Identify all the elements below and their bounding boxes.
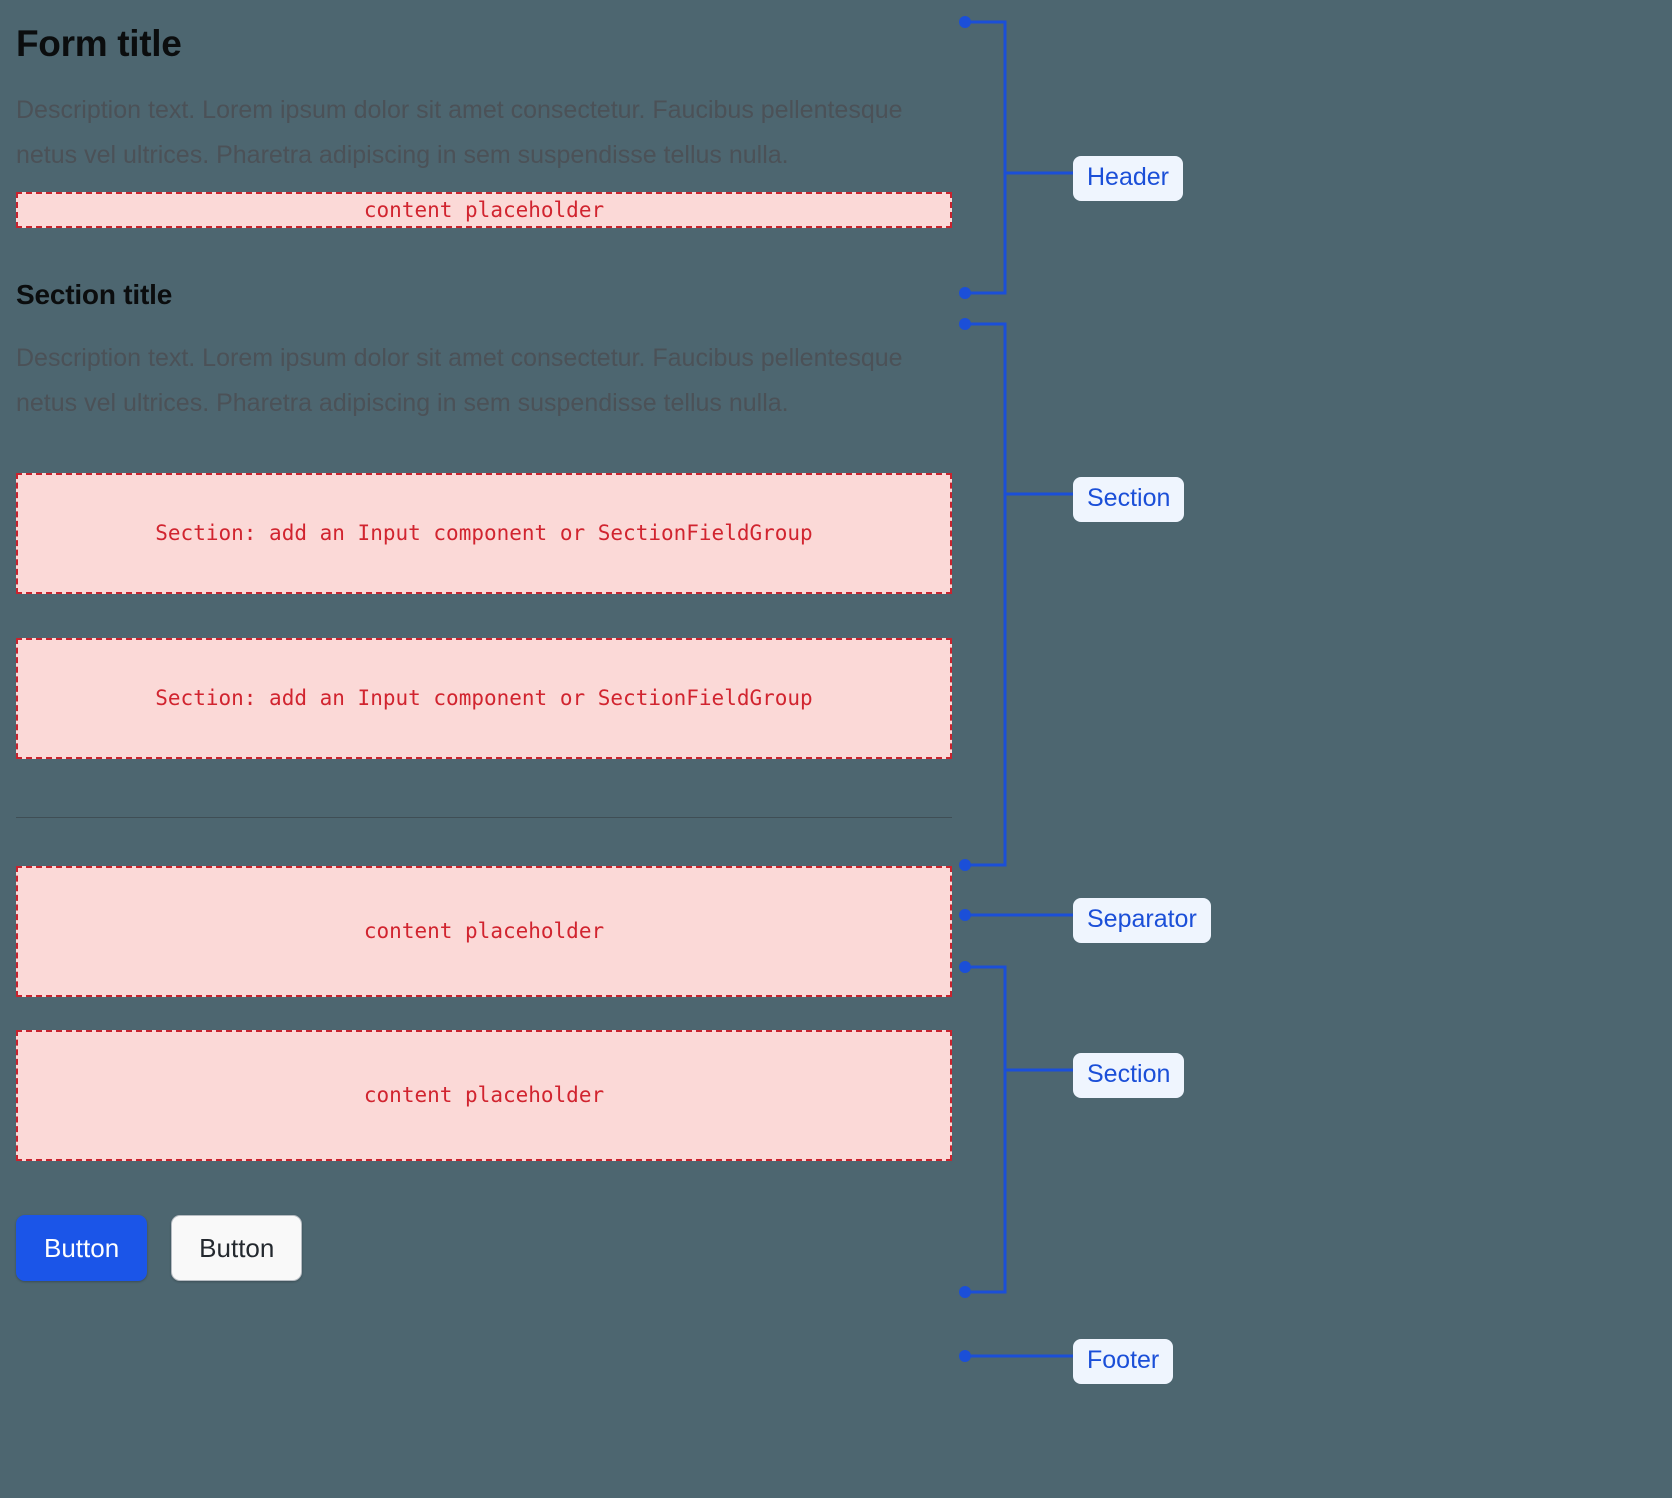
annotation-anchor-dots xyxy=(959,16,971,1362)
header-content-placeholder: content placeholder xyxy=(16,192,952,229)
section-one-bracket xyxy=(965,322,1007,867)
header-anchor-top-dot xyxy=(959,16,971,28)
primary-button[interactable]: Button xyxy=(16,1214,148,1281)
section-one-description: Description text. Lorem ipsum dolor sit … xyxy=(16,343,903,417)
section-one-title: Section title xyxy=(16,279,173,311)
section-one-anchor-bottom-dot xyxy=(959,859,971,871)
section-one-placeholder-2: Section: add an Input component or Secti… xyxy=(16,637,952,759)
section-two-placeholder-1: content placeholder xyxy=(16,865,952,997)
form-title: Form title xyxy=(16,23,182,64)
header-anchor-bottom-dot xyxy=(959,287,971,299)
section-one-block: Section title Description text. Lorem ip… xyxy=(16,278,952,759)
section-two-anchor-top-dot xyxy=(959,961,971,973)
form-description: Description text. Lorem ipsum dolor sit … xyxy=(16,96,903,170)
annotation-label-footer[interactable]: Footer xyxy=(1073,1339,1174,1384)
secondary-button[interactable]: Button xyxy=(171,1214,303,1281)
header-bracket xyxy=(965,20,1007,295)
section-two-anchor-bottom-dot xyxy=(959,1286,971,1298)
section-one-placeholder-1: Section: add an Input component or Secti… xyxy=(16,472,952,594)
form-separator xyxy=(16,816,952,818)
separator-anchor-dot xyxy=(959,909,971,921)
annotation-label-section-one[interactable]: Section xyxy=(1073,477,1185,522)
form-content-column: Form title Description text. Lorem ipsum… xyxy=(16,0,952,1281)
section-one-anchor-top-dot xyxy=(959,318,971,330)
section-two-block: content placeholder content placeholder xyxy=(16,865,952,1161)
section-two-placeholder-2: content placeholder xyxy=(16,1029,952,1161)
form-header-block: Form title Description text. Lorem ipsum… xyxy=(16,0,952,229)
section-two-bracket xyxy=(965,965,1007,1294)
annotation-label-separator[interactable]: Separator xyxy=(1073,898,1211,943)
annotation-label-section-two[interactable]: Section xyxy=(1073,1053,1185,1098)
footer-anchor-dot xyxy=(959,1350,971,1362)
form-footer: Button Button xyxy=(16,1214,952,1281)
annotation-label-header[interactable]: Header xyxy=(1073,156,1183,201)
